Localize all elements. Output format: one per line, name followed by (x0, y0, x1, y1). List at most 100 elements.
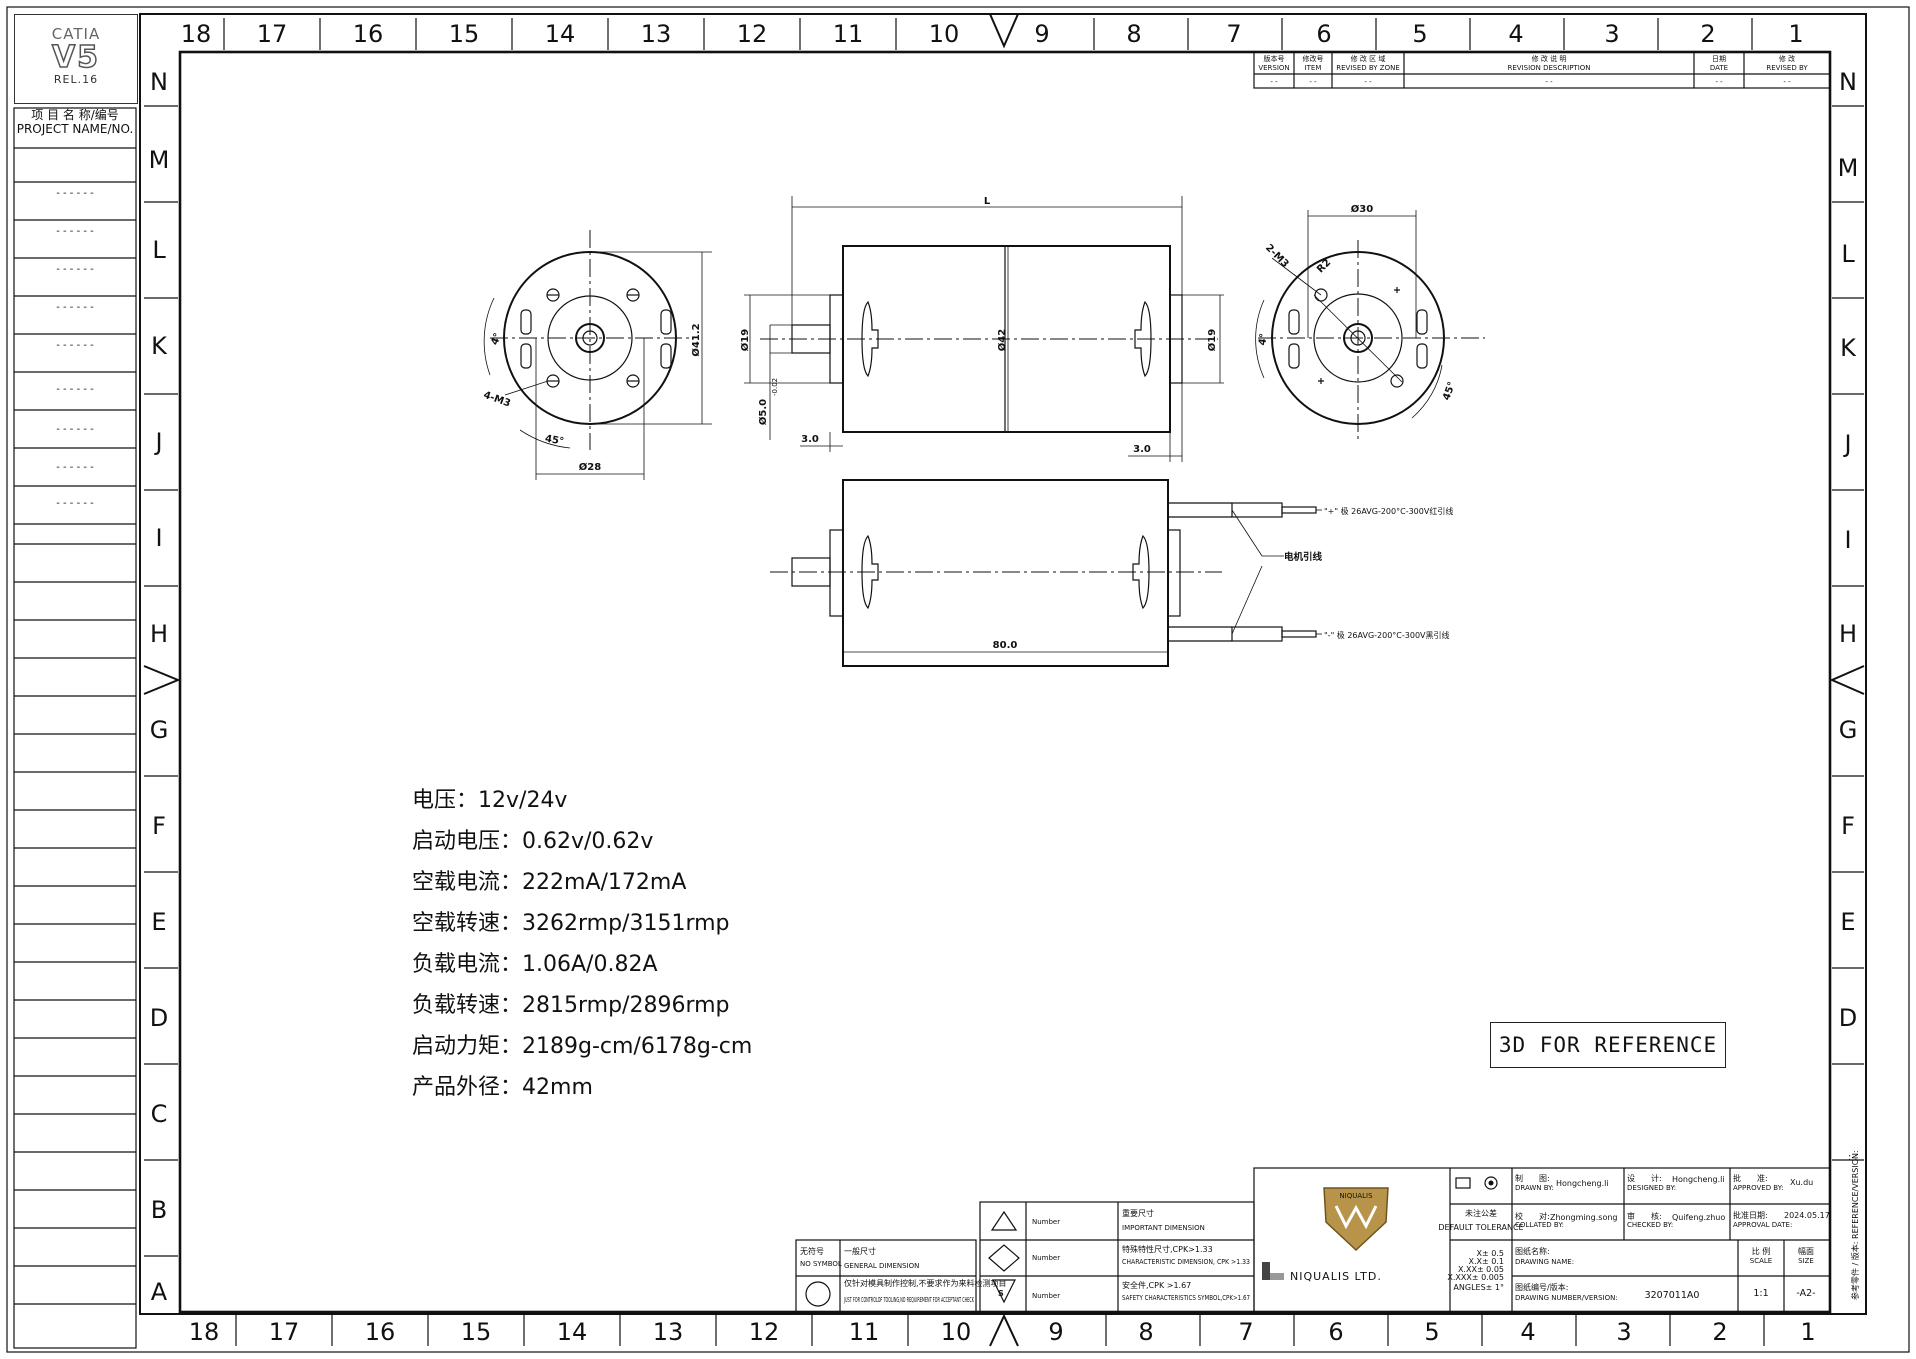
tolerance-line: X.XXX± 0.005 (1447, 1273, 1504, 1282)
tb-text: GENERAL DIMENSION (844, 1262, 919, 1270)
col-label: 5 (1412, 20, 1427, 48)
catia-badge: CATIA V5 REL.16 (14, 14, 138, 104)
revision-header: 修 改 说 明 (1532, 54, 1567, 63)
center-mark-left-icon (143, 665, 181, 695)
row-label: F (1841, 812, 1855, 840)
revision-value: - - (1715, 78, 1723, 86)
row-label: M (149, 146, 170, 174)
tb-text: IMPORTANT DIMENSION (1122, 1224, 1205, 1232)
spec-value: 42mm (522, 1075, 593, 1100)
drawn-by-value: Hongcheng.li (1556, 1179, 1609, 1188)
col-label: 5 (1424, 1318, 1439, 1346)
zone-ticks (144, 18, 1864, 1346)
dim-label: 4-M3 (482, 390, 512, 410)
logo-text: NIQUALIS (1339, 1192, 1373, 1200)
tb-text: SCALE (1750, 1257, 1772, 1265)
row-label: E (151, 908, 166, 936)
safety-symbol-letter: S (998, 1289, 1004, 1298)
tb-text: Number (1032, 1254, 1060, 1262)
col-label: 14 (557, 1318, 588, 1346)
tb-text: NO SYMBOL (800, 1260, 842, 1268)
col-label: 10 (941, 1318, 972, 1346)
tb-text: 制 图: (1515, 1173, 1550, 1183)
col-label: 12 (737, 20, 768, 48)
catia-release: REL.16 (53, 73, 99, 86)
tb-text: 一般尺寸 (844, 1246, 876, 1256)
row-label: J (1842, 430, 1851, 458)
project-row: - - - - - - (56, 340, 94, 351)
dim-label: 3.0 (1133, 444, 1151, 455)
row-label: G (150, 716, 169, 744)
row-labels-left: N M L K J I H G F E D C B A (149, 68, 170, 1306)
project-row: - - - - - - (56, 462, 94, 473)
col-label: 2 (1712, 1318, 1727, 1346)
project-name-header: 项 目 名 称/编号 PROJECT NAME/NO. (14, 108, 136, 136)
col-label: 18 (189, 1318, 220, 1346)
drawing-number-value: 3207011A0 (1645, 1290, 1700, 1301)
col-label: 7 (1226, 20, 1241, 48)
tolerance-line: X.X± 0.1 (1469, 1257, 1504, 1266)
dim-label: Ø41.2 (690, 323, 702, 356)
spec-item: 空载电流：222mA/172mA (412, 864, 686, 896)
col-label: 7 (1238, 1318, 1253, 1346)
col-label: 11 (849, 1318, 880, 1346)
column-labels-bottom: 18 17 16 15 14 13 12 11 10 9 8 7 6 5 4 3… (189, 1318, 1816, 1346)
spec-value: 222mA/172mA (522, 870, 687, 895)
revision-header: 修改号 (1303, 54, 1324, 63)
spec-item: 启动力矩：2189g-cm/6178g-cm (412, 1028, 752, 1060)
inner-frame (178, 50, 1832, 1314)
tb-text: COLLATED BY: (1515, 1221, 1564, 1229)
tb-text: 安全件,CPK >1.67 (1122, 1280, 1191, 1290)
tolerance-label: -0.02 (771, 378, 779, 396)
projection-icon (1455, 1177, 1471, 1189)
row-label: D (1839, 1004, 1857, 1032)
tolerance-line: X.XX± 0.05 (1458, 1265, 1504, 1274)
row-label: N (1839, 68, 1857, 96)
dim-label: 4° (489, 332, 503, 347)
checked-by-value: Quifeng.zhuo (1672, 1213, 1725, 1222)
row-label: H (150, 620, 168, 648)
tb-text: CHARACTERISTIC DIMENSION, CPK >1.33 (1122, 1258, 1250, 1266)
spec-label: 启动电压： (412, 829, 523, 854)
spec-label: 启动力矩： (412, 1034, 523, 1059)
center-mark-right-icon (1829, 665, 1865, 695)
revision-header: VERSION (1258, 64, 1289, 72)
dim-label: Ø5.0 (757, 399, 769, 425)
col-label: 3 (1616, 1318, 1631, 1346)
designed-by-value: Hongcheng.li (1672, 1175, 1725, 1184)
tb-text: DESIGNED BY: (1627, 1184, 1676, 1192)
dim-label: 2-M3 (1263, 242, 1291, 270)
col-label: 9 (1034, 20, 1049, 48)
revision-table: 版本号 VERSION 修改号 ITEM 修 改 区 域 REVISED BY … (1253, 51, 1831, 89)
revision-header: REVISED BY ZONE (1336, 64, 1400, 72)
project-row: - - - - - - (56, 302, 94, 313)
row-label: F (152, 812, 166, 840)
revision-value: - - (1309, 78, 1317, 86)
row-label: C (151, 1100, 168, 1128)
revision-header: 版本号 (1264, 54, 1285, 63)
col-label: 2 (1700, 20, 1715, 48)
spec-item: 空载转速：3262rmp/3151rmp (412, 905, 730, 937)
motor-side-view: L Ø19 Ø5.0 -0.02 Ø42 Ø19 3.0 3.0 (739, 196, 1224, 462)
dim-label: R2 (1315, 257, 1333, 275)
motor-lead-view: "+" 极 26AVG-200°C-300V红引线 "-" 极 26AVG-20… (770, 479, 1453, 667)
row-label: I (1844, 526, 1851, 554)
characteristic-dimension-icon (988, 1244, 1020, 1272)
reference-version-value: : : (1848, 1152, 1857, 1163)
project-row: - - - - - - (56, 264, 94, 275)
dim-label: 45° (1441, 380, 1458, 402)
outer-border (6, 6, 1910, 1353)
company-logo-icon (1323, 1187, 1389, 1252)
dim-label: L (984, 196, 991, 207)
row-label: B (151, 1196, 167, 1224)
rear-end-view: Ø30 2-M3 R2 45° 4° (1255, 203, 1485, 440)
tb-text: SAFETY CHARACTERISTICS SYMBOL,CPK>1.67 (1122, 1294, 1250, 1302)
tb-text: 批 准: (1733, 1173, 1768, 1183)
size-value: -A2- (1796, 1288, 1815, 1299)
row-label: N (150, 68, 168, 96)
dim-label: 45° (544, 433, 565, 447)
col-label: 10 (929, 20, 960, 48)
spec-value: 1.06A/0.82A (522, 952, 658, 977)
tolerance-line: ANGLES± 1° (1453, 1283, 1504, 1292)
tb-text: 审 核: (1627, 1211, 1662, 1221)
